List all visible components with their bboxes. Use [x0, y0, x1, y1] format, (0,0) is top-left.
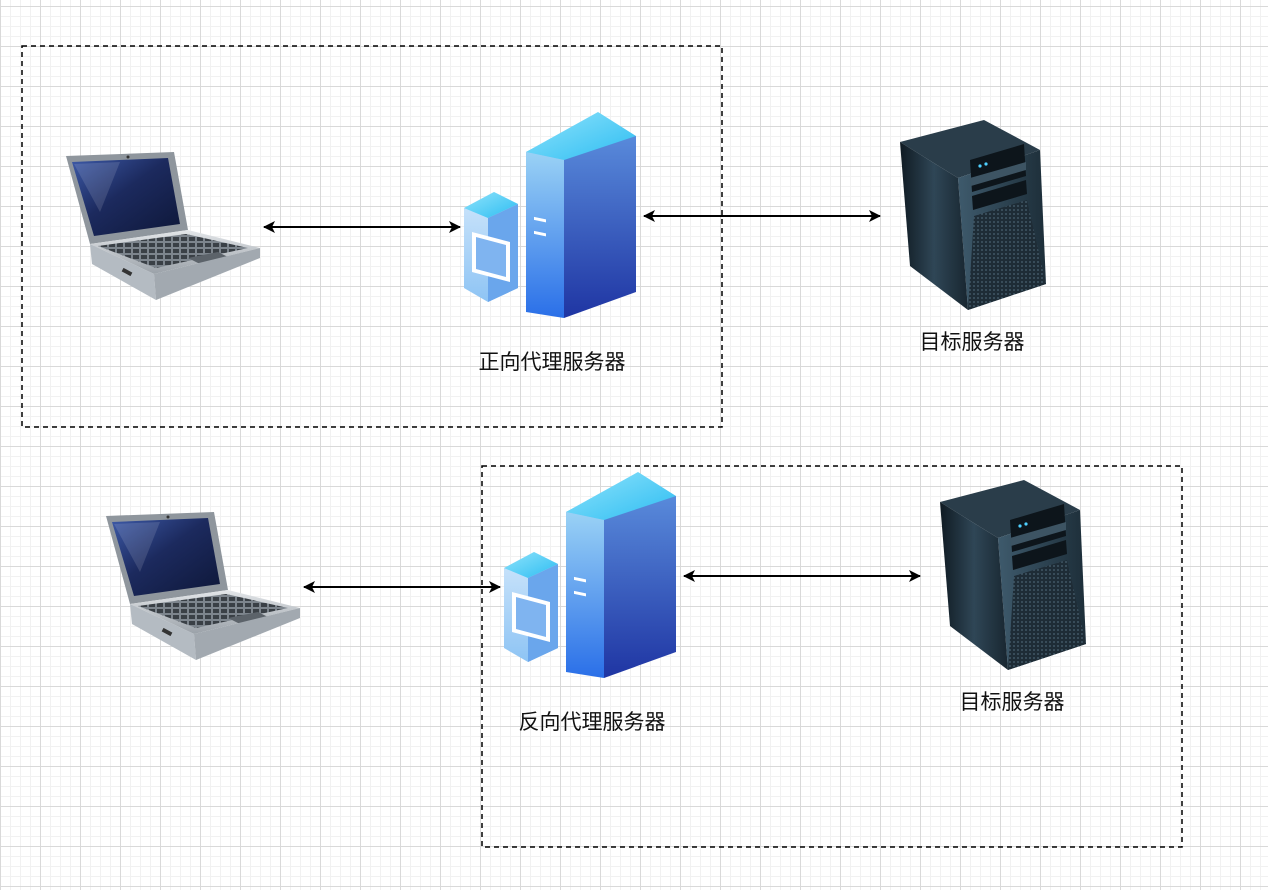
laptop-icon	[106, 512, 300, 660]
laptop-icon	[66, 152, 260, 300]
reverse-proxy-group-box	[481, 465, 1183, 848]
reverse-target-label: 目标服务器	[959, 690, 1065, 714]
reverse-proxy-label: 反向代理服务器	[518, 710, 666, 734]
tower-server-icon	[940, 480, 1086, 670]
tower-server-icon	[900, 120, 1046, 310]
forward-target-label: 目标服务器	[919, 330, 1025, 354]
proxy-server-icon	[464, 112, 636, 318]
forward-proxy-group-box	[21, 45, 723, 428]
proxy-server-icon	[504, 472, 676, 678]
forward-proxy-label: 正向代理服务器	[478, 350, 626, 374]
